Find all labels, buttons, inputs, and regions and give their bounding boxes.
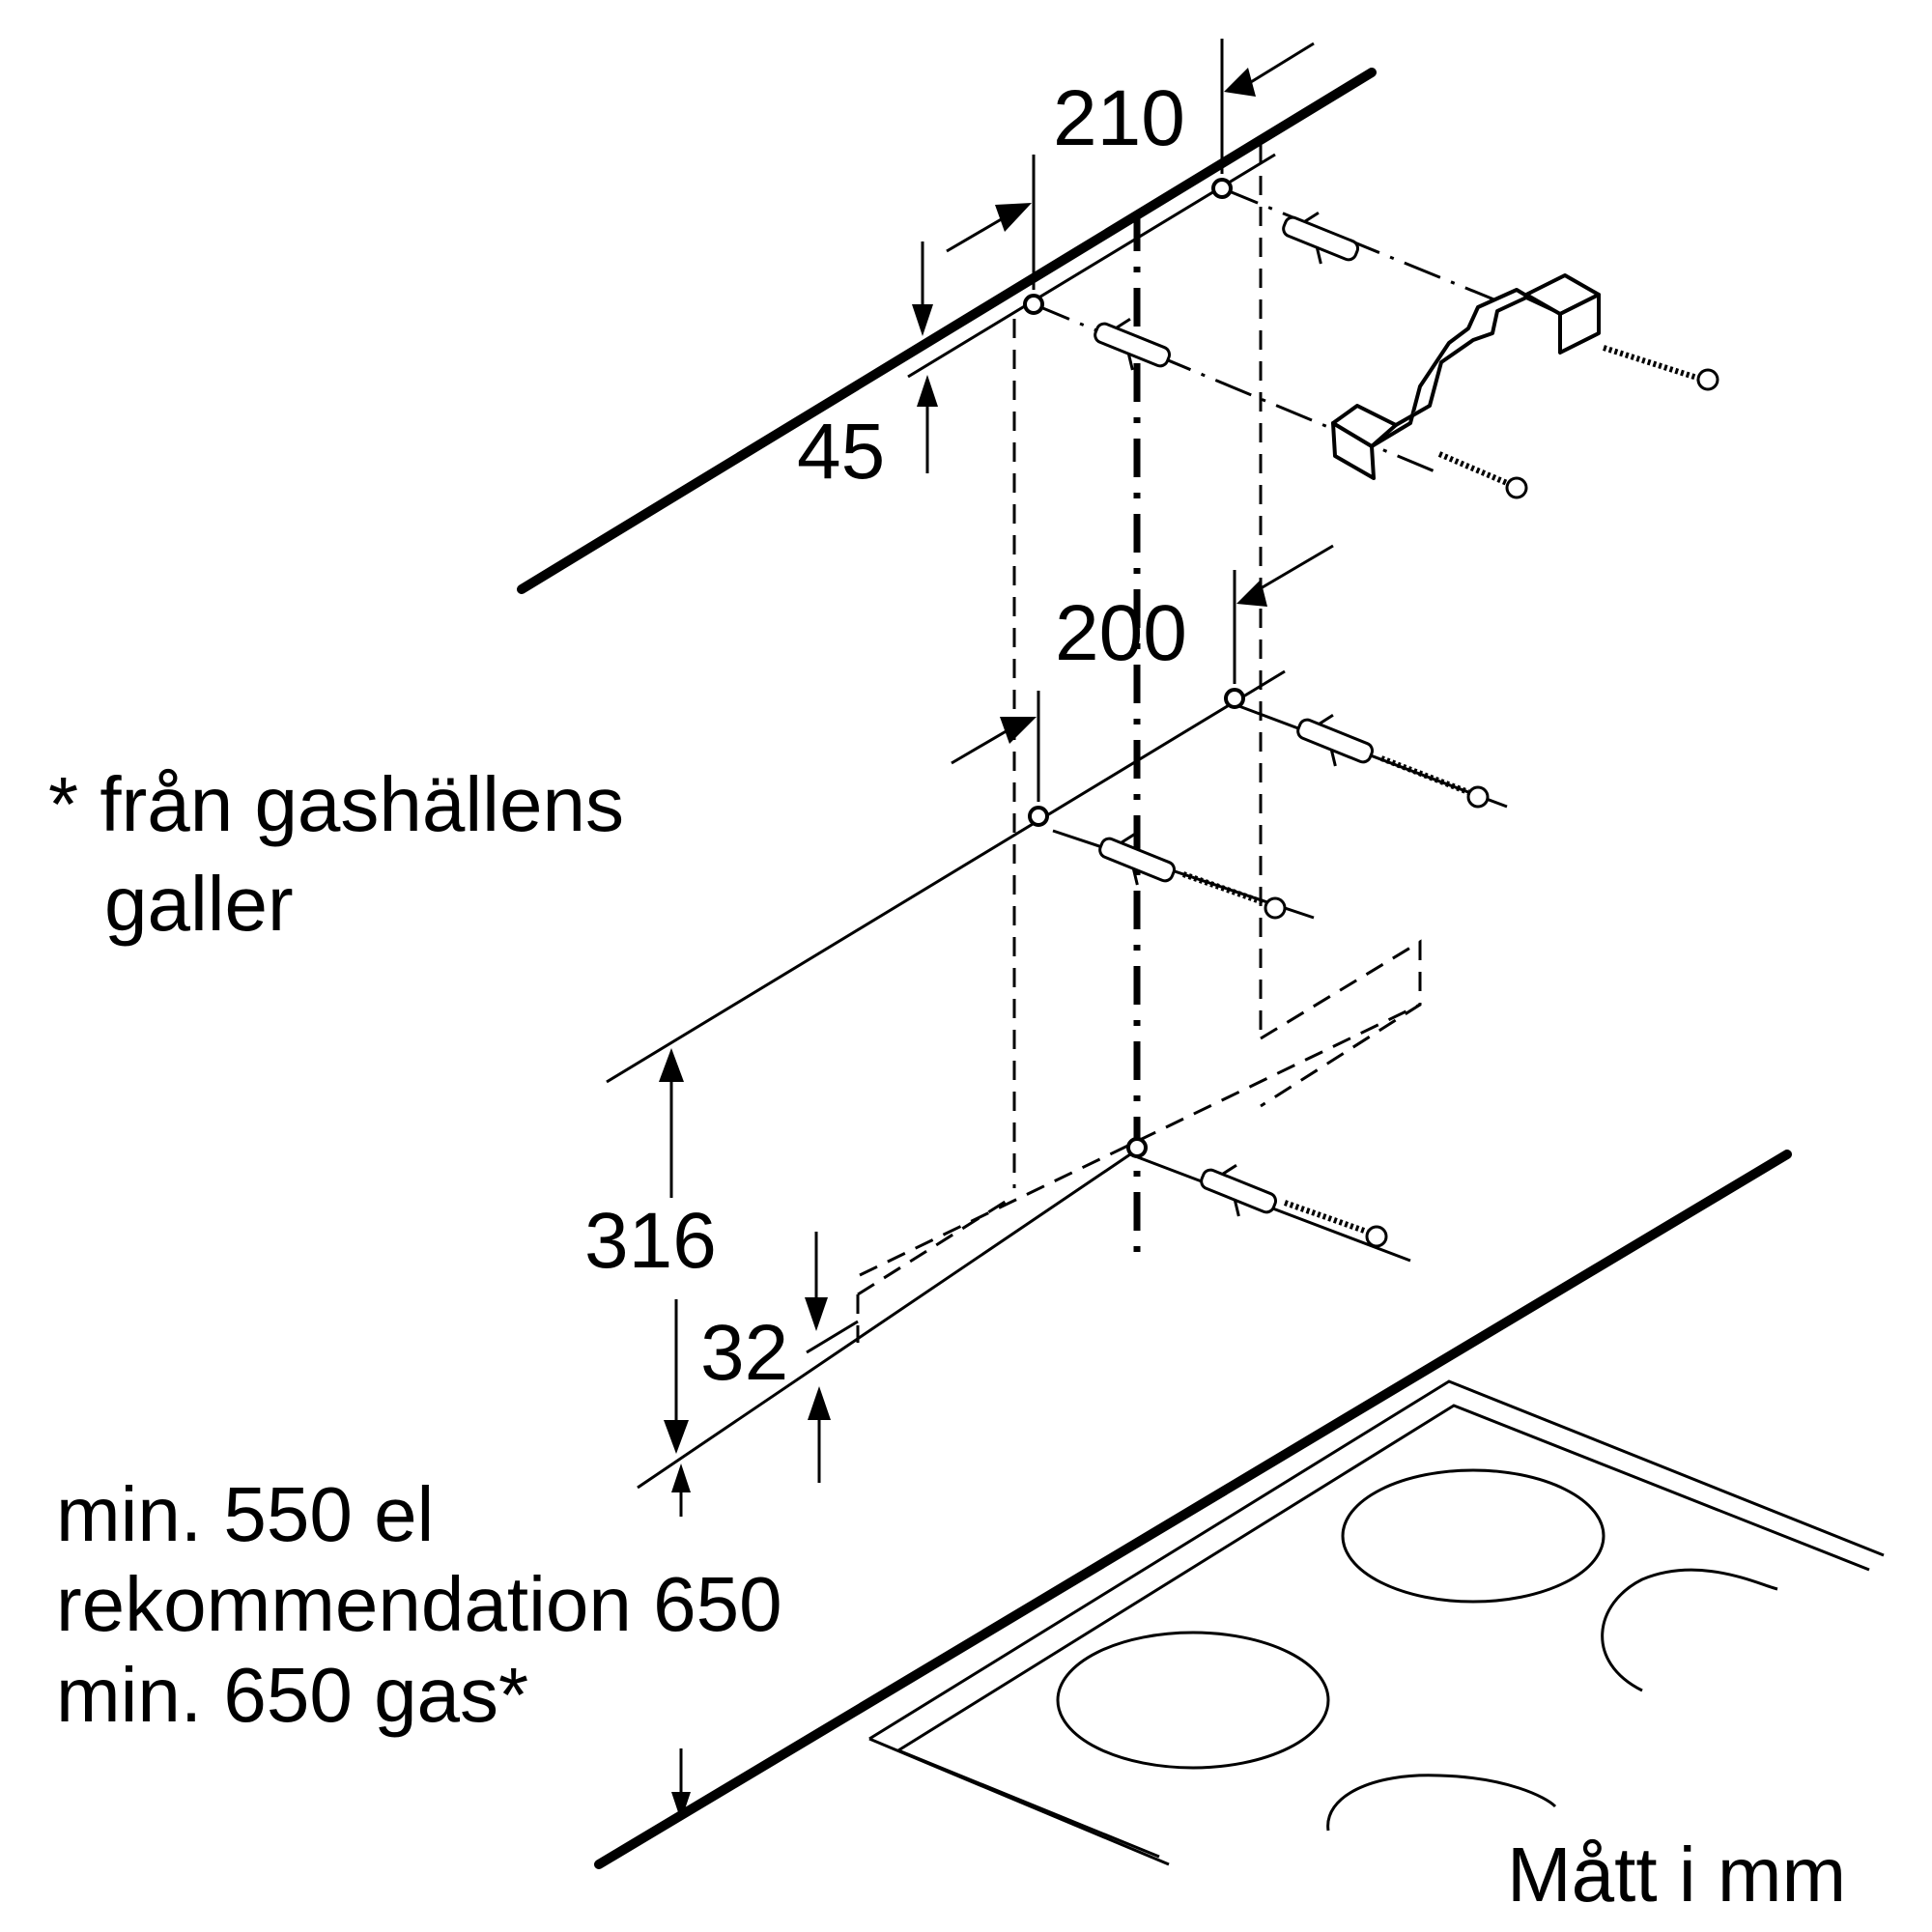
dimension-label-32: 32	[700, 1309, 788, 1397]
mounting-bracket-icon	[1331, 273, 1601, 480]
clearance-note-line2: rekommendation 650	[56, 1561, 782, 1647]
wall-plug-icons	[1094, 211, 1375, 1217]
hole-upper-left	[1023, 294, 1044, 315]
wall-plug-icon	[1200, 1163, 1278, 1217]
wall-plug-icon	[1282, 211, 1360, 265]
dimension-label-210: 210	[1053, 74, 1185, 162]
screw-icons	[1182, 345, 1719, 1248]
hole-bottom-center	[1126, 1137, 1148, 1158]
wall-plug-icon	[1296, 713, 1375, 767]
hole-middle-left	[1028, 806, 1049, 827]
screw-icon	[1379, 755, 1490, 809]
clearance-note-line3: min. 650 gas*	[56, 1652, 528, 1738]
screw-icon	[1603, 345, 1719, 391]
burner-left	[1056, 1631, 1330, 1770]
middle-mounting-line	[606, 669, 1508, 1084]
dimension-200: 200	[951, 544, 1334, 802]
screw-icon	[1284, 1200, 1388, 1248]
cooktop	[594, 1150, 1885, 1869]
dimension-45: 45	[797, 242, 938, 496]
hole-middle-right	[1224, 688, 1245, 709]
screw-icon	[1437, 451, 1528, 499]
dimension-label-316: 316	[584, 1197, 717, 1285]
dimension-316: 316	[584, 1048, 717, 1454]
dimension-clearance	[671, 1463, 691, 1821]
dimension-label-45: 45	[797, 408, 885, 496]
dimension-210: 210	[946, 39, 1315, 290]
screw-icon	[1182, 871, 1287, 920]
gas-grid-note-line2: galler	[104, 861, 294, 947]
dimension-32: 32	[700, 1232, 859, 1483]
burner-back	[1341, 1468, 1605, 1604]
ceiling-line	[517, 68, 1377, 594]
wall-plug-icon	[1094, 317, 1172, 371]
gas-grid-note-line1: * från gashällens	[48, 761, 624, 847]
mounting-holes	[1023, 178, 1245, 1158]
dimension-label-200: 200	[1055, 589, 1187, 677]
burner-right	[1601, 1568, 1778, 1692]
units-label: Mått i mm	[1507, 1832, 1846, 1918]
burner-front	[1326, 1774, 1557, 1832]
clearance-note-line1: min. 550 el	[56, 1471, 434, 1557]
hole-upper-right	[1211, 178, 1233, 199]
upper-mounting-line	[907, 153, 1566, 475]
wall-plug-icon	[1098, 832, 1177, 886]
